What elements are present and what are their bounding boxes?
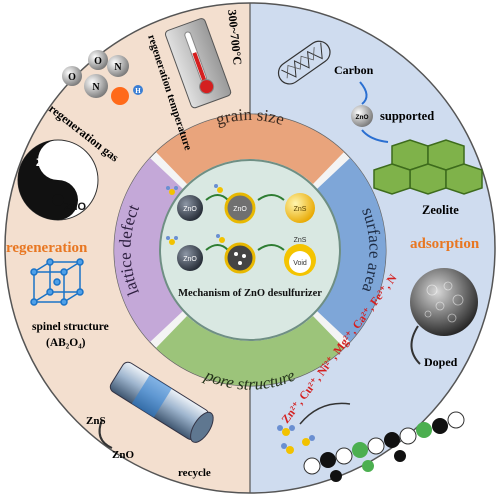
doped-label: Doped	[424, 355, 458, 369]
sphere-pores	[424, 281, 464, 323]
molecule-h: H	[135, 87, 141, 95]
supported-zno-label: ZnO	[356, 114, 369, 121]
zno-particle-2	[177, 245, 203, 271]
temp-range-label: 300~700°C	[225, 9, 245, 66]
h2s-molecules	[166, 184, 225, 245]
carbon-nanotube-icon	[277, 40, 331, 85]
porous-sphere-icon	[410, 268, 478, 336]
molecule-o-1: O	[94, 56, 102, 67]
core-shell-label: ZnO	[233, 206, 247, 213]
reaction-arrow-1	[205, 194, 229, 201]
hollow-forming-particle	[224, 242, 256, 274]
h2s-molecules-right	[277, 425, 315, 454]
regeneration-heading: regeneration	[6, 240, 88, 256]
thermometer-icon	[164, 18, 232, 109]
void-dot-3	[238, 261, 242, 265]
recycle-label: recycle	[178, 467, 211, 479]
void-dot-1	[234, 252, 238, 256]
adsorption-heading: adsorption	[410, 236, 480, 252]
pore-structure-segment	[156, 316, 344, 386]
molecule-o-2: O	[68, 72, 76, 83]
core-shell-particle	[224, 192, 256, 224]
zno-particle-1-label: ZnO	[183, 206, 197, 213]
yin-zns-label: ZnS	[36, 157, 57, 169]
supported-zno-ball	[351, 105, 373, 127]
void-label: Void	[293, 260, 307, 267]
zeolite-label: Zeolite	[422, 203, 459, 217]
void-dot-2	[242, 254, 246, 258]
regeneration-gas-molecules: O O N N H	[62, 50, 143, 105]
doped-chain-icon	[303, 411, 465, 482]
grain-size-segment	[156, 114, 344, 184]
center-mechanism: ZnO ZnO ZnS ZnO Void ZnS Mechanism of Zn…	[159, 159, 341, 341]
zno-particle-1	[177, 195, 203, 221]
zeolite-arrow	[361, 129, 389, 143]
zns-to-zno-arrow	[98, 419, 113, 449]
reaction-arrow-2	[257, 194, 285, 201]
zns-particle	[285, 193, 315, 223]
zeolite-icon	[373, 139, 483, 195]
carbon-label: Carbon	[334, 63, 374, 77]
spinel-formula-label: (AB₂O₄)	[46, 337, 86, 349]
grain-size-label: grain size	[214, 105, 287, 129]
zns-particle-label: ZnS	[294, 206, 307, 213]
molecule-n-2: N	[92, 82, 100, 93]
recycle-zno-label: ZnO	[112, 449, 134, 461]
reaction-arrow-3	[205, 244, 229, 251]
zno-particle-2-label: ZnO	[183, 256, 197, 263]
supported-label: supported	[380, 109, 434, 123]
hollow-zns-label: ZnS	[294, 237, 307, 244]
left-panel: O O N N H regeneration gas regeneration …	[6, 9, 245, 479]
doped-arrow	[410, 325, 421, 365]
yin-zno-label: ZnO	[64, 201, 86, 213]
lattice-defect-segment	[114, 158, 183, 342]
yin-yang-icon	[17, 139, 99, 221]
spinel-cube-icon	[30, 258, 84, 306]
recycle-zns-label: ZnS	[86, 415, 106, 427]
spinel-structure-label: spinel structure	[32, 321, 109, 333]
carbon-arrow	[359, 81, 368, 105]
molecule-n-1: N	[114, 62, 122, 73]
hollow-void	[289, 251, 311, 273]
adsorb-arrow	[299, 402, 351, 425]
center-title: Mechanism of ZnO desulfurizer	[178, 288, 322, 299]
surface-area-segment	[317, 158, 386, 342]
reaction-arrow-4	[257, 244, 285, 251]
reactor-cylinder-icon	[109, 361, 214, 443]
